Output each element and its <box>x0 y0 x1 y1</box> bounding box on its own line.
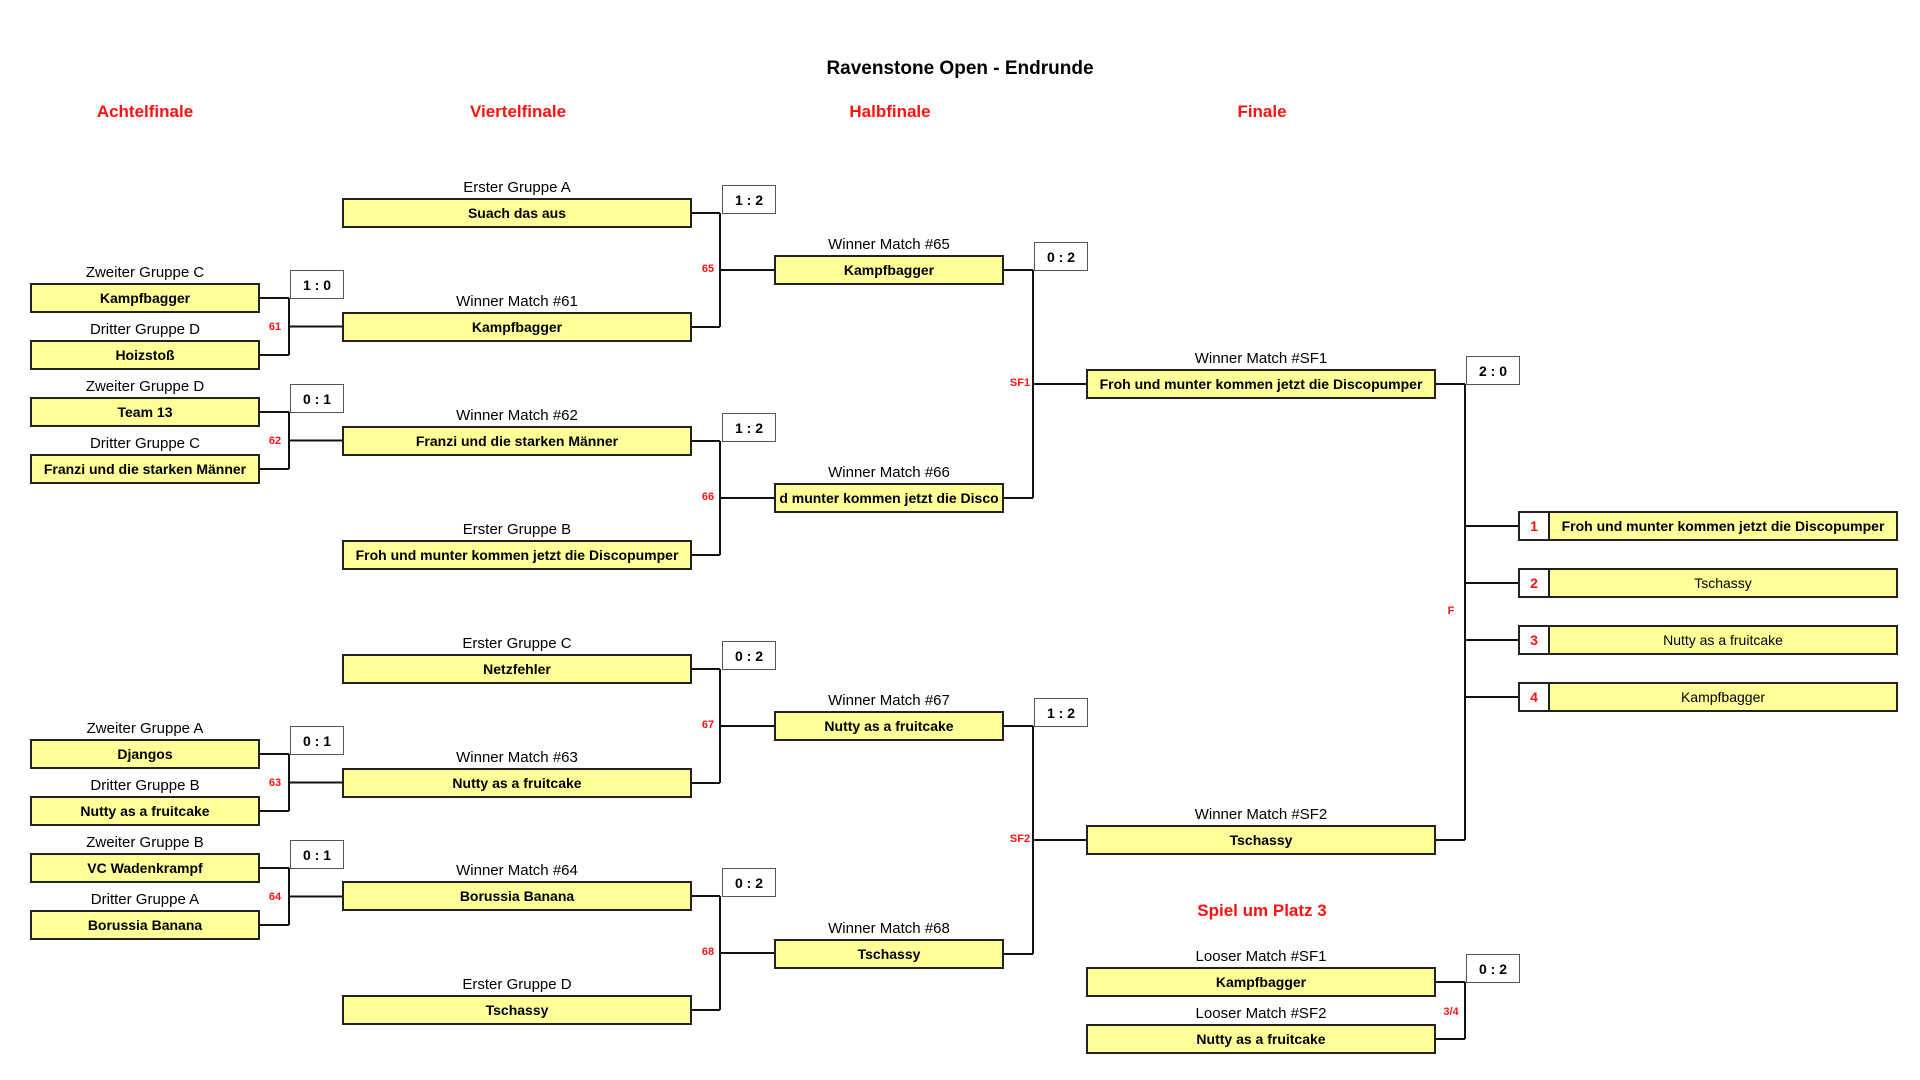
match-number: SF2 <box>1009 833 1031 845</box>
team-box: Nutty as a fruitcake <box>30 796 260 826</box>
team-box: Froh und munter kommen jetzt die Discopu… <box>1086 369 1436 399</box>
slot-label: Dritter Gruppe B <box>90 777 200 794</box>
slot-label: Erster Gruppe C <box>462 635 572 652</box>
round-header-third-place: Spiel um Platz 3 <box>1197 901 1327 920</box>
match-number: 68 <box>701 946 715 958</box>
slot-label: Winner Match #SF1 <box>1194 350 1328 367</box>
team-box: Borussia Banana <box>30 910 260 940</box>
team-box: Suach das aus <box>342 198 692 228</box>
match-number: 65 <box>701 263 715 275</box>
rank-team: Kampfbagger <box>1550 682 1898 712</box>
slot-label: Winner Match #62 <box>456 407 578 424</box>
round-header-final: Finale <box>1237 102 1287 121</box>
team-box: Netzfehler <box>342 654 692 684</box>
team-box: VC Wadenkrampf <box>30 853 260 883</box>
team-box: Franzi und die starken Männer <box>342 426 692 456</box>
score-box: 0 : 2 <box>1466 954 1520 983</box>
team-box: Nutty as a fruitcake <box>774 711 1004 741</box>
match-number: 61 <box>268 321 282 333</box>
slot-label: Looser Match #SF2 <box>1195 1005 1327 1022</box>
team-box: Franzi und die starken Männer <box>30 454 260 484</box>
slot-label: Winner Match #SF2 <box>1194 806 1328 823</box>
slot-label: Zweiter Gruppe A <box>86 720 204 737</box>
rank-place: 3 <box>1518 625 1550 655</box>
score-box: 1 : 2 <box>1034 698 1088 727</box>
slot-label: Winner Match #67 <box>828 692 950 709</box>
team-box: Nutty as a fruitcake <box>1086 1024 1436 1054</box>
rank-place: 2 <box>1518 568 1550 598</box>
round-header-sf: Halbfinale <box>849 102 931 121</box>
slot-label: Dritter Gruppe A <box>90 891 200 908</box>
slot-label: Dritter Gruppe D <box>89 321 201 338</box>
slot-label: Winner Match #65 <box>828 236 950 253</box>
slot-label: Winner Match #61 <box>456 293 578 310</box>
slot-label: Erster Gruppe B <box>462 521 572 538</box>
slot-label: Erster Gruppe A <box>463 179 571 196</box>
match-number: SF1 <box>1009 377 1031 389</box>
score-box: 1 : 0 <box>290 270 344 299</box>
team-box: Tschassy <box>1086 825 1436 855</box>
slot-label: Winner Match #64 <box>456 862 578 879</box>
match-number: 64 <box>268 891 282 903</box>
page-title: Ravenstone Open - Endrunde <box>826 58 1094 79</box>
match-number: 62 <box>268 435 282 447</box>
rank-team: Froh und munter kommen jetzt die Discopu… <box>1550 511 1898 541</box>
team-box: d munter kommen jetzt die Disco <box>774 483 1004 513</box>
team-box: Kampfbagger <box>342 312 692 342</box>
match-number: 63 <box>268 777 282 789</box>
score-box: 0 : 2 <box>1034 242 1088 271</box>
slot-label: Looser Match #SF1 <box>1195 948 1327 965</box>
slot-label: Winner Match #68 <box>828 920 950 937</box>
round-header-qf: Viertelfinale <box>469 102 567 121</box>
team-box: Kampfbagger <box>1086 967 1436 997</box>
rank-team: Nutty as a fruitcake <box>1550 625 1898 655</box>
score-box: 0 : 1 <box>290 726 344 755</box>
rank-place: 4 <box>1518 682 1550 712</box>
score-box: 1 : 2 <box>722 413 776 442</box>
team-box: Team 13 <box>30 397 260 427</box>
slot-label: Erster Gruppe D <box>462 976 572 993</box>
round-header-r16: Achtelfinale <box>96 102 194 121</box>
team-box: Tschassy <box>774 939 1004 969</box>
slot-label: Winner Match #63 <box>456 749 578 766</box>
match-number: 67 <box>701 719 715 731</box>
match-number: F <box>1447 605 1455 617</box>
slot-label: Zweiter Gruppe B <box>86 834 204 851</box>
slot-label: Zweiter Gruppe C <box>85 264 205 281</box>
score-box: 2 : 0 <box>1466 356 1520 385</box>
team-box: Tschassy <box>342 995 692 1025</box>
team-box: Kampfbagger <box>774 255 1004 285</box>
team-box: Djangos <box>30 739 260 769</box>
slot-label: Dritter Gruppe C <box>89 435 201 452</box>
team-box: Borussia Banana <box>342 881 692 911</box>
match-number: 66 <box>701 491 715 503</box>
score-box: 1 : 2 <box>722 185 776 214</box>
team-box: Kampfbagger <box>30 283 260 313</box>
team-box: Hoizstoß <box>30 340 260 370</box>
rank-place: 1 <box>1518 511 1550 541</box>
score-box: 0 : 2 <box>722 868 776 897</box>
team-box: Froh und munter kommen jetzt die Discopu… <box>342 540 692 570</box>
slot-label: Winner Match #66 <box>828 464 950 481</box>
score-box: 0 : 2 <box>722 641 776 670</box>
slot-label: Zweiter Gruppe D <box>85 378 205 395</box>
score-box: 0 : 1 <box>290 384 344 413</box>
score-box: 0 : 1 <box>290 840 344 869</box>
team-box: Nutty as a fruitcake <box>342 768 692 798</box>
match-number: 3/4 <box>1443 1006 1459 1018</box>
rank-team: Tschassy <box>1550 568 1898 598</box>
